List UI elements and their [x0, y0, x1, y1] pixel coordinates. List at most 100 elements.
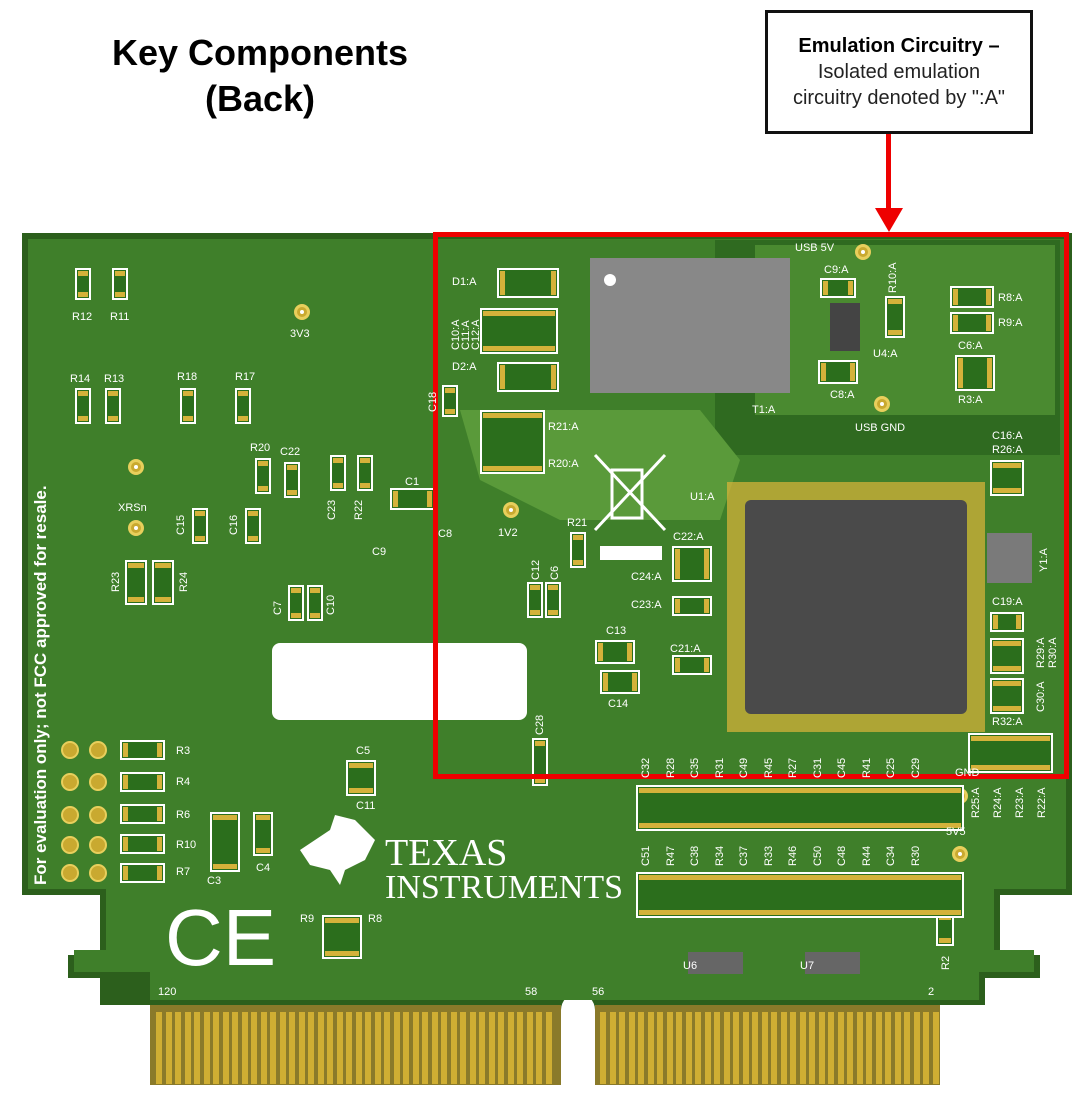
- callout-heading: Emulation Circuitry –: [798, 35, 1000, 57]
- silk-label: R30:A: [1047, 637, 1059, 668]
- gold-finger: [904, 1012, 910, 1084]
- capacitor-c10: [307, 585, 323, 621]
- silk-label: Y1:A: [1038, 548, 1050, 572]
- gold-finger: [685, 1012, 692, 1084]
- silk-label: C38: [689, 845, 701, 866]
- gold-finger: [894, 1012, 901, 1084]
- capacitor-c16: [245, 508, 261, 544]
- silk-label: C23: [326, 499, 338, 520]
- silk-label: C22: [280, 446, 301, 458]
- gold-finger: [317, 1012, 324, 1084]
- capacitor-c22: [284, 462, 300, 498]
- silk-label: C45: [836, 757, 848, 778]
- gold-finger: [780, 1012, 787, 1084]
- silk-label: R32:A: [992, 716, 1023, 728]
- silk-label: R11: [110, 311, 130, 323]
- capacitor-c6: [545, 582, 561, 618]
- gold-finger: [761, 1012, 768, 1084]
- silk-label: U7: [800, 960, 815, 972]
- silk-label: 1V2: [498, 527, 518, 539]
- emulation-circuitry-highlight: [433, 232, 1069, 779]
- gold-finger: [704, 1012, 711, 1084]
- gold-finger: [213, 1012, 219, 1084]
- gold-finger: [450, 1012, 457, 1084]
- ce-mark: CE: [165, 893, 276, 982]
- capacitor-c9a: [820, 278, 856, 298]
- testpoint-xrsn: [128, 520, 144, 536]
- header-pins: [61, 741, 107, 882]
- silk-label: U4:A: [873, 348, 898, 360]
- silk-label: R22:A: [1036, 787, 1048, 818]
- silk-label: R7: [176, 866, 191, 878]
- diode-d1a: [497, 268, 559, 298]
- silk-label: R30: [909, 845, 922, 866]
- gold-finger: [479, 1012, 485, 1084]
- gold-finger: [545, 1012, 552, 1084]
- silk-label: GND: [955, 767, 980, 779]
- callout-body-1: Isolated emulation: [817, 61, 981, 83]
- callout-arrow-head: [875, 208, 903, 232]
- gold-finger: [355, 1012, 362, 1084]
- gold-finger: [828, 1012, 834, 1084]
- silk-label: R47: [664, 845, 677, 866]
- gold-finger: [232, 1012, 238, 1084]
- silk-label: R4: [176, 776, 191, 788]
- gold-finger: [194, 1012, 200, 1084]
- gold-finger: [600, 1012, 606, 1084]
- capacitor-c7: [288, 585, 304, 621]
- gold-finger: [657, 1012, 663, 1084]
- capacitors-c22a-c24a: [672, 546, 712, 582]
- resistor-r24: [152, 560, 174, 605]
- gold-finger: [818, 1012, 825, 1084]
- resistor-r11: [112, 268, 128, 300]
- silk-label: U6: [683, 960, 698, 972]
- silk-label: R28: [664, 757, 677, 778]
- gold-finger: [488, 1012, 495, 1084]
- gold-finger: [222, 1012, 229, 1084]
- silk-label: C1: [405, 476, 420, 488]
- gold-finger: [251, 1012, 257, 1084]
- silk-label: R6: [176, 809, 191, 821]
- resistor-r17: [235, 388, 251, 424]
- silk-label: 58: [525, 986, 538, 998]
- silk-label: C15: [175, 514, 187, 535]
- silk-label: USB 5V: [795, 242, 835, 254]
- silk-label: C28: [534, 714, 546, 735]
- title-line-2: (Back): [204, 78, 316, 119]
- silk-label: R24: [178, 571, 190, 592]
- capacitor-c8a: [818, 360, 858, 384]
- silk-label: C37: [738, 845, 750, 866]
- silk-label: C5: [356, 745, 371, 757]
- gold-finger: [647, 1012, 654, 1084]
- silk-label: C18: [427, 391, 439, 412]
- gold-finger: [498, 1012, 504, 1084]
- silk-label: C3: [207, 875, 222, 887]
- silk-label: C12:A: [470, 319, 482, 350]
- silk-label: R21:A: [548, 421, 579, 433]
- silk-label: C9:A: [824, 264, 849, 276]
- gold-finger: [308, 1012, 314, 1084]
- gold-finger: [156, 1012, 162, 1084]
- capacitor-c19a: [990, 612, 1024, 632]
- mcu-u1: [745, 500, 967, 714]
- silk-label: R44: [860, 845, 873, 866]
- label-area: [272, 643, 527, 720]
- callout-body-2: circuitry denoted by ":A": [792, 87, 1006, 109]
- gold-finger: [203, 1012, 210, 1084]
- gold-finger: [422, 1012, 428, 1084]
- gold-finger: [469, 1012, 476, 1084]
- silk-label: C7: [272, 600, 284, 615]
- resistor-r6: [120, 804, 165, 824]
- gold-finger: [809, 1012, 815, 1084]
- silk-label: R3:A: [958, 394, 983, 406]
- silk-label: R9: [300, 913, 315, 925]
- gold-finger: [723, 1012, 730, 1084]
- silk-label: R2: [940, 955, 952, 970]
- silk-label: C16:A: [992, 430, 1023, 442]
- gold-finger: [752, 1012, 758, 1084]
- silk-label: C30:A: [1035, 681, 1047, 712]
- silk-label: R3: [176, 745, 191, 757]
- silk-label: R12: [72, 311, 93, 323]
- resistors-r29a-r30a: [990, 638, 1024, 674]
- silk-label: R24:A: [992, 787, 1004, 818]
